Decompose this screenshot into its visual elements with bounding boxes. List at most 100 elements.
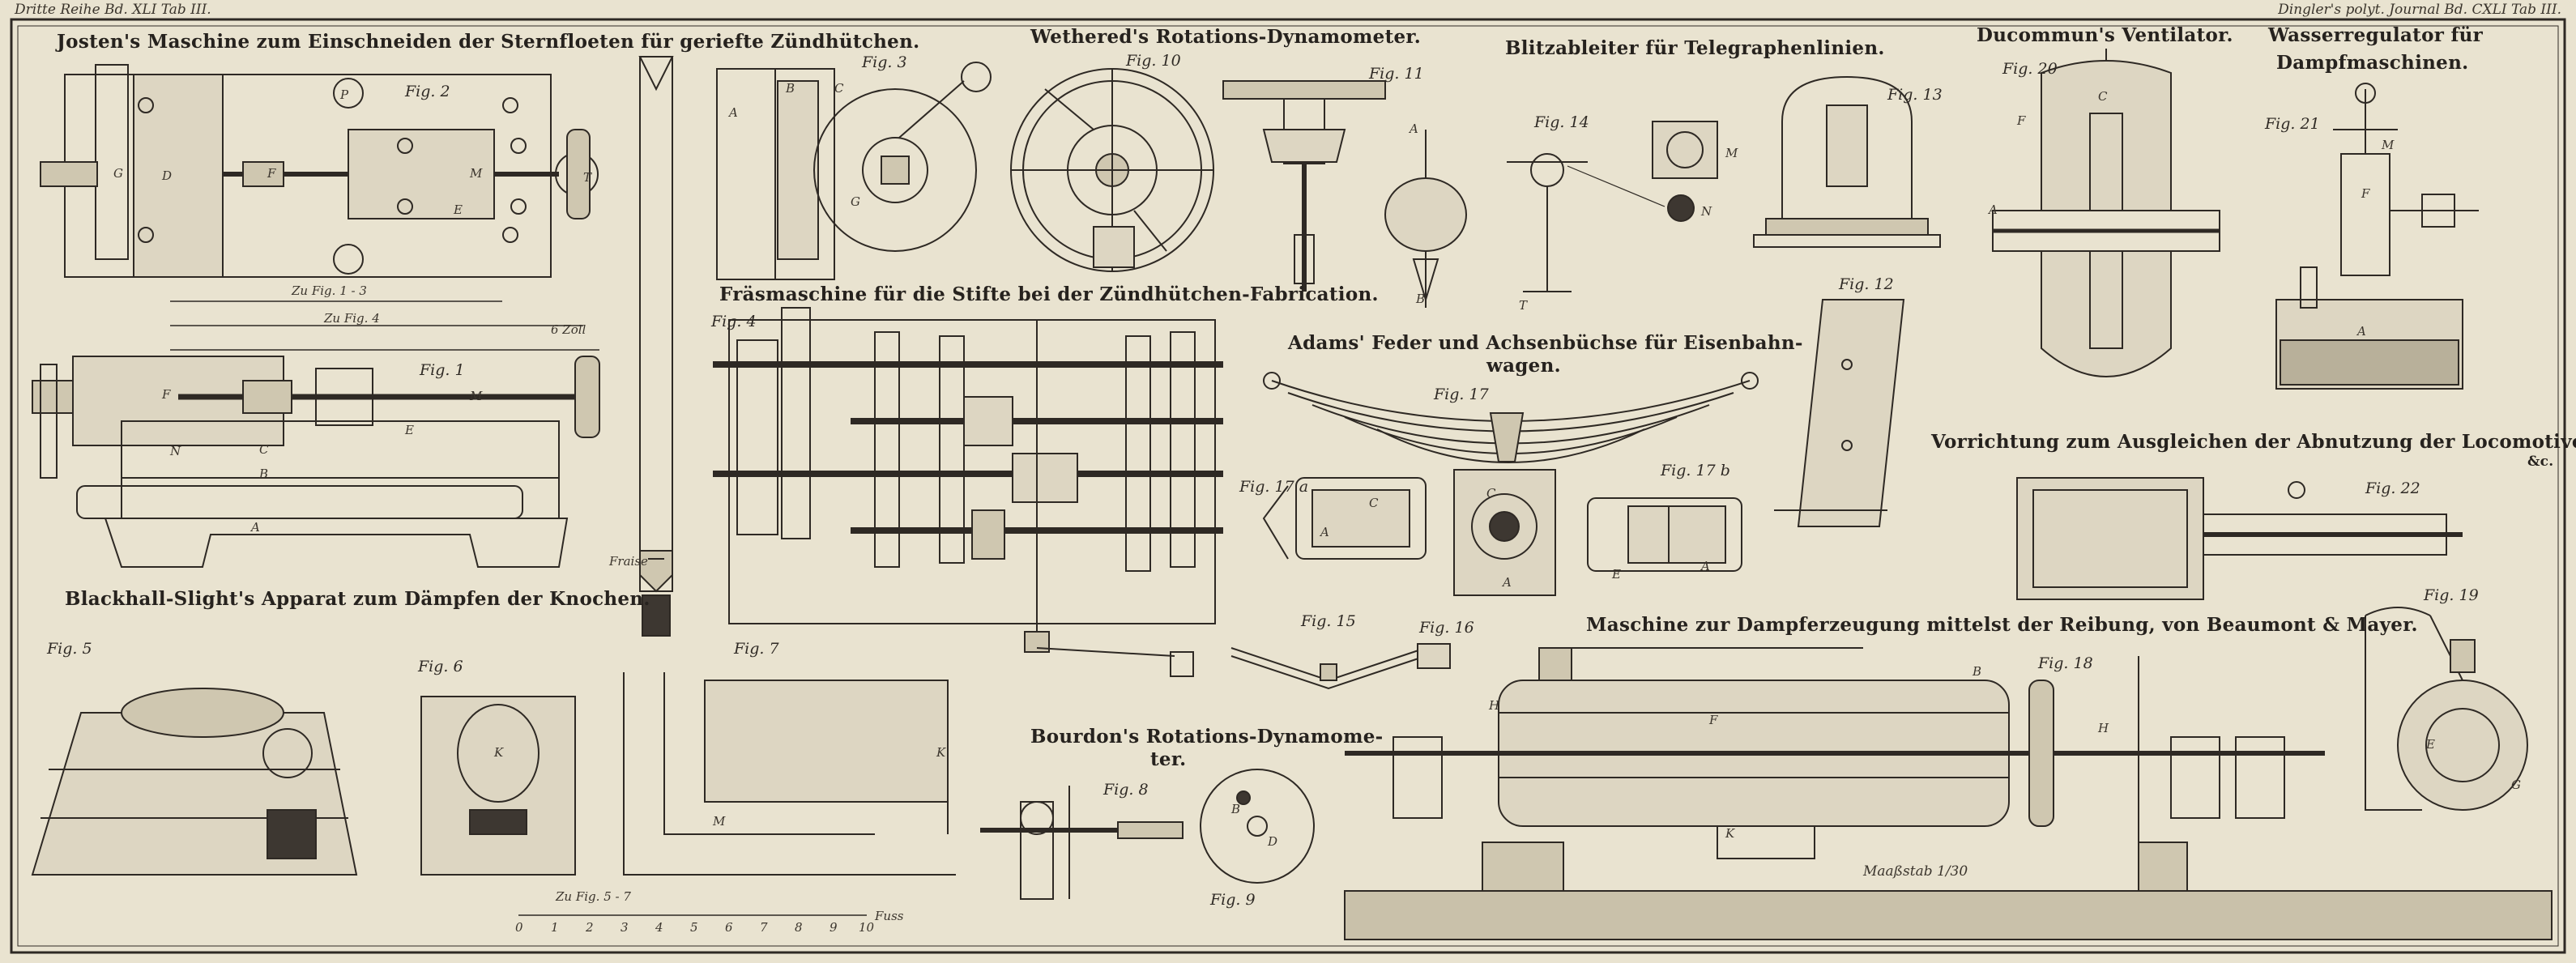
title-blitzableiter: Blitzableiter für Telegraphenlinien. (1505, 37, 1885, 59)
scale-label-fig4: Zu Fig. 4 (324, 311, 380, 326)
part-label: A (1410, 121, 1418, 136)
fuss-tick: 0 (515, 920, 523, 935)
fraes-fig4-drawing (713, 307, 1223, 677)
plate-border (10, 18, 2566, 954)
fig-label-6: Fig. 6 (418, 658, 463, 675)
fig-label-5: Fig. 5 (47, 640, 92, 658)
fig-label-21: Fig. 21 (2265, 115, 2320, 133)
bourdon-fig8-drawing (980, 786, 1184, 900)
part-label: T (583, 170, 592, 185)
part-label: M (470, 166, 483, 181)
fig-label-15: Fig. 15 (1301, 612, 1356, 630)
fig-label-18: Fig. 18 (2038, 654, 2093, 672)
title-ducommun: Ducommun's Ventilator. (1977, 24, 2233, 46)
title-locomotivcylinder-1: Vorrichtung zum Ausgleichen der Abnutzun… (1931, 431, 2576, 453)
part-label: G (851, 194, 860, 209)
fuss-tick: 6 (725, 920, 733, 935)
fig-label-3: Fig. 3 (862, 53, 907, 71)
part-label: N (1701, 204, 1712, 219)
wasserregulator-fig21-drawing (2275, 83, 2479, 390)
blitzableiter-fig13-drawing (1753, 75, 1941, 248)
blitzableiter-fig14-drawing (1507, 121, 1718, 292)
fig-label-8: Fig. 8 (1103, 781, 1149, 799)
fig19-drawing (2365, 607, 2528, 811)
part-label: B (786, 81, 795, 96)
part-label: P (340, 87, 349, 102)
scale-label-fig1-3: Zu Fig. 1 - 3 (292, 283, 367, 298)
fuss-tick: 9 (830, 920, 838, 935)
scale-label-fuss: Fuss (875, 909, 904, 923)
blackhall-fig5-drawing (31, 688, 358, 876)
fuss-tick: 8 (795, 920, 803, 935)
part-label: M (2382, 138, 2395, 152)
title-locomotivcylinder-2: &c. (2527, 454, 2554, 470)
part-label: D (1268, 834, 1278, 849)
part-label: A (251, 520, 260, 535)
fig-label-7: Fig. 7 (734, 640, 779, 658)
part-label: K (1725, 826, 1735, 841)
fuss-tick: 3 (621, 920, 629, 935)
part-label: M (713, 814, 726, 829)
locomotiv-fig22-drawing (2016, 477, 2463, 600)
part-label: K (494, 745, 504, 760)
josten-fig2-drawing (40, 64, 599, 278)
part-label: F (2017, 113, 2026, 128)
adams-fig17b-drawing (1587, 497, 1742, 572)
blackhall-fig6-drawing (420, 696, 576, 876)
plate-header-right: Dingler's polyt. Journal Bd. CXLI Tab II… (2278, 2, 2561, 18)
part-label: M (1725, 146, 1738, 160)
part-label: C (259, 442, 269, 457)
part-label: B (1973, 664, 1982, 679)
part-label: F (2361, 186, 2370, 201)
part-label: H (1489, 698, 1500, 713)
plate-inner-border (17, 25, 2559, 947)
title-josten: Josten's Maschine zum Einschneiden der S… (57, 31, 920, 53)
fig-label-13: Fig. 13 (1887, 86, 1943, 104)
part-label: A (1701, 559, 1710, 573)
fig16-drawing (1417, 643, 1451, 669)
part-label: A (1320, 525, 1329, 539)
adams-fig17-drawing (1263, 372, 1759, 463)
scale-label-fig5-7: Zu Fig. 5 - 7 (556, 889, 631, 904)
fig12-drawing (1774, 299, 1905, 527)
part-label: G (2511, 778, 2521, 792)
fig-label-19: Fig. 19 (2424, 586, 2479, 604)
title-adams-1: Adams' Feder und Achsenbüchse für Eisenb… (1288, 332, 1803, 354)
part-label: E (1612, 567, 1621, 582)
part-label: C (834, 81, 844, 96)
wethered-fig3-drawing (716, 62, 992, 280)
josten-scale-bars (170, 300, 599, 351)
fig-label-2: Fig. 2 (405, 83, 450, 100)
title-wethered: Wethered's Rotations-Dynamometer. (1030, 26, 1422, 48)
fig-label-20: Fig. 20 (2002, 60, 2058, 78)
fuss-tick: 1 (551, 920, 559, 935)
title-wasserregulator-1: Wasserregulator für (2268, 24, 2484, 46)
adams-fig17a-drawing (1262, 477, 1427, 560)
part-label: A (2357, 324, 2366, 339)
fig-label-17a: Fig. 17 a (1239, 478, 1309, 496)
part-label: C (1486, 486, 1496, 501)
title-wasserregulator-2: Dampfmaschinen. (2276, 52, 2469, 74)
fuss-tick: 7 (760, 920, 768, 935)
part-label: G (113, 166, 123, 181)
bourdon-fig9-drawing (1200, 769, 1315, 884)
title-adams-2: wagen. (1486, 355, 1561, 377)
fraise-tool-drawing (638, 56, 674, 637)
title-fraesmaschine: Fräsmaschine für die Stifte bei der Zünd… (719, 283, 1379, 305)
blackhall-fig7-drawing (623, 672, 956, 876)
fig-label-4: Fig. 4 (711, 313, 757, 330)
title-bourdon-1: Bourdon's Rotations-Dynamome- (1030, 726, 1384, 748)
part-label: C (2098, 89, 2108, 104)
josten-fig1-drawing (32, 356, 600, 568)
scale-label-zoll: 6 Zoll (551, 322, 586, 337)
fig-label-22: Fig. 22 (2365, 479, 2420, 497)
fig15-drawing (1230, 647, 1427, 690)
ducommun-fig20-drawing (1992, 49, 2220, 377)
part-label: A (1503, 575, 1512, 590)
part-label: E (454, 202, 463, 217)
part-label: D (162, 168, 173, 183)
fuss-tick: 10 (859, 920, 875, 935)
part-label: N (170, 444, 181, 458)
part-label: E (405, 423, 414, 437)
